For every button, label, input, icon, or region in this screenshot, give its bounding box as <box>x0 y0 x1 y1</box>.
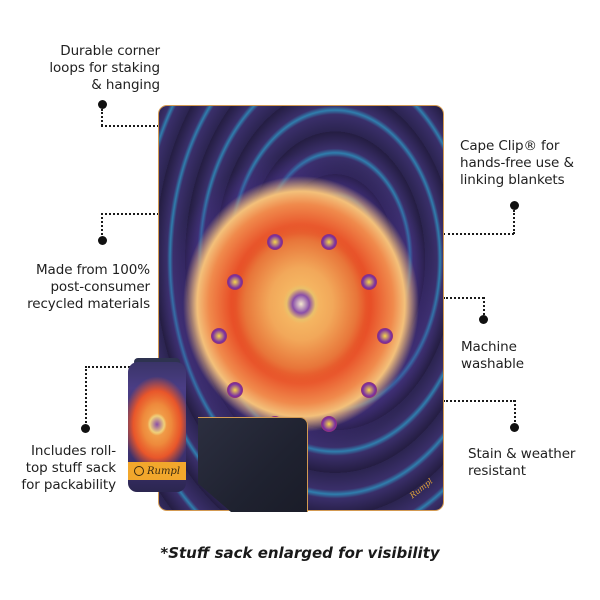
callout-line: linking blankets <box>460 172 565 188</box>
callout-line: Cape Clip® for <box>460 138 560 154</box>
mandala-spot <box>227 274 243 290</box>
callout-dot <box>510 201 519 210</box>
mandala-spot <box>321 234 337 250</box>
callout-line: & hanging <box>91 77 160 93</box>
callout-dot <box>510 423 519 432</box>
callout-leader-line <box>101 213 103 235</box>
callout-leader-line <box>514 400 516 422</box>
mandala-spot <box>377 328 393 344</box>
callout-stuff-sack: Includes roll- top stuff sack for packab… <box>0 443 116 494</box>
mandala-spot <box>361 382 377 398</box>
mandala-spot <box>211 328 227 344</box>
callout-dot <box>479 315 488 324</box>
callout-corner-loops: Durable corner loops for staking & hangi… <box>20 43 160 94</box>
callout-line: resistant <box>468 463 526 479</box>
callout-leader-line <box>101 125 159 127</box>
callout-line: Includes roll- <box>31 443 116 459</box>
callout-leader-line <box>101 109 103 126</box>
callout-line: for packability <box>21 477 116 493</box>
stuff-sack-brand: Rumpl <box>146 465 181 477</box>
callout-line: Made from 100% <box>36 262 150 278</box>
mandala-spot <box>227 382 243 398</box>
stuff-sack-label: Rumpl <box>128 462 186 480</box>
callout-dot <box>81 424 90 433</box>
callout-leader-line <box>443 233 514 235</box>
callout-line: Stain & weather <box>468 446 576 462</box>
blanket-image <box>158 105 444 511</box>
blanket-folded-corner <box>198 417 308 512</box>
footnote: *Stuff sack enlarged for visibility <box>160 544 440 562</box>
callout-line: post-consumer <box>50 279 150 295</box>
callout-leader-line <box>443 297 484 299</box>
callout-line: recycled materials <box>27 296 150 312</box>
mandala-spot <box>267 234 283 250</box>
rumpl-logo-icon <box>133 466 144 476</box>
callout-leader-line <box>101 213 159 215</box>
callout-leader-line <box>85 366 87 423</box>
callout-leader-line <box>443 400 515 402</box>
callout-stain: Stain & weather resistant <box>468 446 598 480</box>
callout-line: hands-free use & <box>460 155 574 171</box>
callout-line: top stuff sack <box>25 460 116 476</box>
callout-cape-clip: Cape Clip® for hands-free use & linking … <box>460 138 600 189</box>
callout-leader-line <box>513 210 515 234</box>
mandala-spot <box>361 274 377 290</box>
callout-washable: Machine washable <box>461 339 581 373</box>
callout-leader-line <box>85 366 130 368</box>
callout-leader-line <box>483 297 485 315</box>
callout-line: Durable corner <box>60 43 160 59</box>
callout-recycled: Made from 100% post-consumer recycled ma… <box>10 262 150 313</box>
callout-line: loops for staking <box>49 60 160 76</box>
callout-line: washable <box>461 356 525 372</box>
callout-dot <box>98 100 107 109</box>
callout-line: Machine <box>461 339 517 355</box>
callout-dot <box>98 236 107 245</box>
mandala-spot <box>321 416 337 432</box>
